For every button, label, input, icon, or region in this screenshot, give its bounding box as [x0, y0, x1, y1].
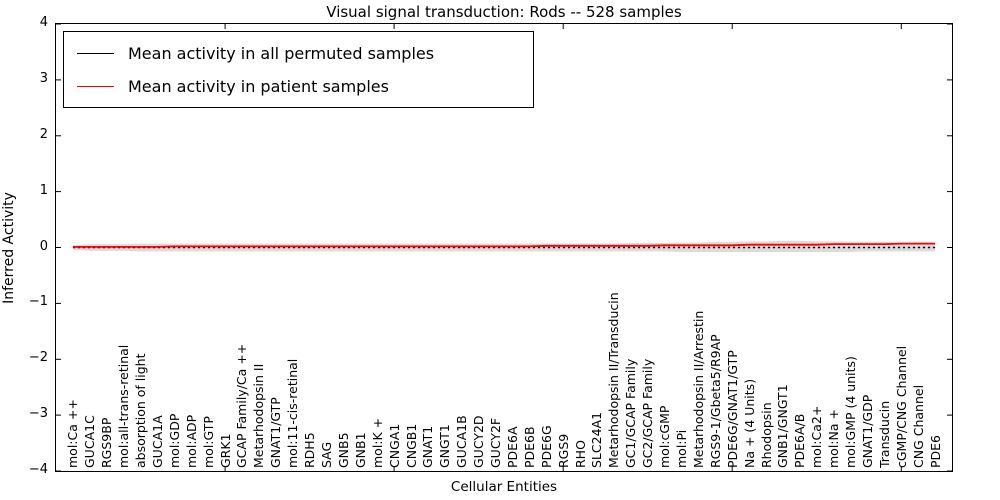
x-category-label: mol:GTP [200, 416, 216, 468]
y-tick-label: 0 [39, 238, 48, 254]
x-category-label: mol:GDP [166, 413, 182, 468]
x-category-label: GRK1 [217, 433, 233, 468]
x-category-label: Rhodopsin [758, 402, 774, 468]
x-category-label: RGS9BP [99, 417, 115, 468]
x-category-label: GNAT1 [420, 425, 436, 468]
x-category-label: GC2/GCAP Family [640, 358, 656, 468]
y-tick-label: 4 [39, 15, 48, 30]
x-category-label: RHO [572, 440, 588, 468]
x-category-label: mol:K + [369, 417, 385, 468]
legend-item-patient: Mean activity in patient samples [77, 74, 515, 98]
x-category-label: GNAT1/GDP [859, 394, 875, 468]
x-category-label: GUCA1B [454, 415, 470, 468]
x-category-label: Metarhodopsin II/Arrestin [690, 310, 706, 468]
legend: Mean activity in all permuted samples Me… [63, 31, 534, 108]
x-category-label: PDE6 [927, 434, 943, 468]
x-category-label: GNGT1 [437, 424, 453, 468]
x-category-label: Metarhodopsin II [251, 363, 267, 468]
x-category-label: CNG Channel [910, 384, 926, 468]
x-category-label: PDE6A [504, 426, 520, 468]
x-category-label: RGS9 [555, 433, 571, 468]
x-category-label: GNB5 [335, 432, 351, 468]
legend-label-patient: Mean activity in patient samples [128, 76, 389, 96]
chart-title: Visual signal transduction: Rods -- 528 … [326, 3, 682, 21]
x-category-label: RDH5 [302, 432, 318, 468]
x-category-label: mol:all-trans-retinal [116, 344, 132, 468]
x-category-label: GUCY2F [488, 417, 504, 468]
x-category-label: CNGA1 [386, 423, 402, 468]
y-tick-label: −1 [28, 294, 48, 310]
x-category-label: cGMP/CNG Channel [893, 345, 909, 468]
x-category-label: GUCA1A [149, 415, 165, 468]
x-category-label: CNGB1 [403, 423, 419, 468]
legend-label-permuted: Mean activity in all permuted samples [128, 43, 435, 63]
legend-line-patient-icon [77, 85, 114, 87]
x-category-label: SLC24A1 [589, 411, 605, 468]
x-category-label: mol:Pi [674, 429, 689, 468]
x-category-label: Transducin [876, 400, 892, 468]
chart-canvas [56, 24, 952, 471]
x-category-label: GUCA1C [82, 415, 98, 468]
x-category-label: mol:11-cis-retinal [285, 358, 301, 468]
x-category-label: PDE6B [521, 426, 537, 468]
plot-area: Mean activity in all permuted samples Me… [55, 23, 953, 472]
x-category-label: PDE6G [538, 425, 554, 468]
x-category-label: Metarhodopsin II/Transducin [606, 292, 622, 468]
y-tick-label: 2 [39, 126, 48, 142]
y-tick-label: −2 [28, 350, 48, 366]
x-category-label: SAG [318, 441, 334, 468]
x-category-label: GNB1/GNGT1 [775, 384, 791, 468]
x-category-label: mol:GMP (4 units) [843, 356, 859, 468]
x-category-label: mol:Ca2+ [809, 405, 825, 468]
y-tick-label: 3 [39, 70, 48, 86]
x-category-label: mol:Ca ++ [65, 399, 81, 468]
x-category-label: PDE6A/B [792, 413, 808, 468]
x-category-label: absorption of light [133, 353, 149, 468]
x-category-label: PDE6G/GNAT1/GTP [724, 350, 740, 468]
y-tick-label: 1 [39, 182, 48, 198]
legend-item-permuted: Mean activity in all permuted samples [77, 41, 515, 65]
x-category-label: mol:ADP [183, 414, 199, 468]
legend-line-permuted-icon [77, 52, 114, 54]
x-category-label: GNB1 [352, 432, 368, 468]
x-category-label: RGS9-1/Gbeta5/R9AP [707, 334, 723, 468]
x-category-label: GUCY2D [471, 415, 487, 468]
x-category-label: mol:Na + [826, 409, 842, 468]
x-category-label: GCAP Family/Ca ++ [234, 343, 250, 468]
x-category-label: GC1/GCAP Family [623, 358, 639, 468]
x-category-label: mol:cGMP [657, 405, 673, 468]
x-category-label: GNAT1/GTP [268, 397, 284, 468]
y-tick-label: −4 [28, 462, 48, 477]
x-category-label: Na + (4 Units) [741, 378, 757, 468]
y-tick-label: −3 [28, 406, 48, 422]
patient-mean-line [72, 242, 936, 248]
x-axis-label: Cellular Entities [450, 479, 558, 495]
